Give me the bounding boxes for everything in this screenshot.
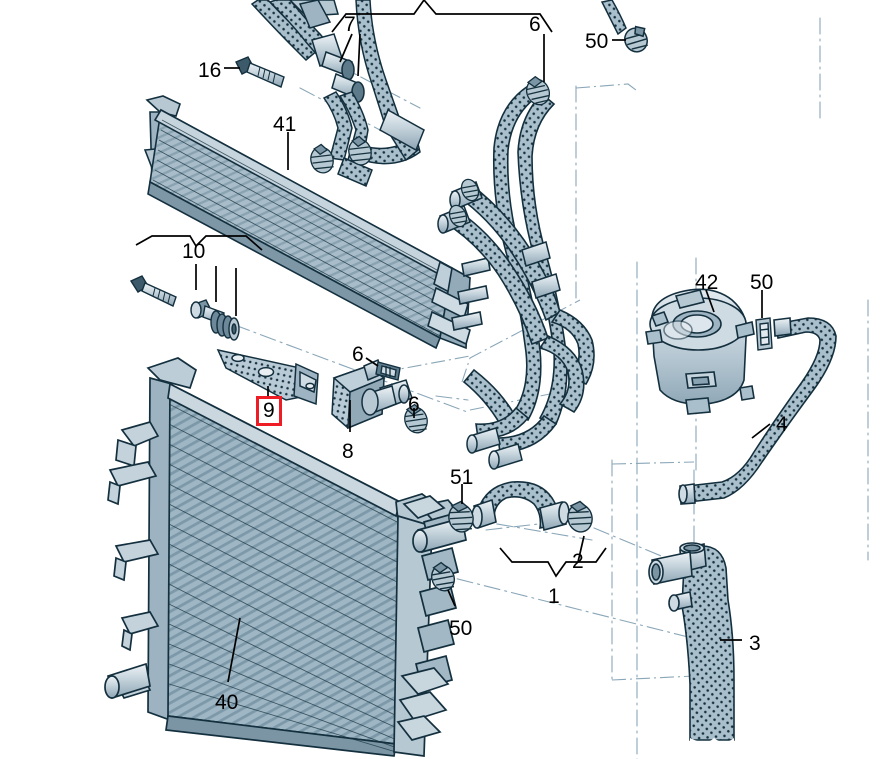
clamp-2: [567, 500, 593, 533]
callout-50-bottom: 50: [449, 617, 473, 640]
clamp-50-top-right: [600, 0, 648, 53]
callout-1: 1: [548, 585, 560, 608]
radiator-hose-1: [471, 481, 570, 532]
callout-41: 41: [273, 113, 297, 136]
spring-clamp-51: [448, 500, 474, 533]
callout-10: 10: [182, 240, 206, 263]
callout-8: 8: [342, 440, 354, 463]
main-radiator-40: [104, 357, 467, 757]
callout-4: 4: [776, 413, 788, 436]
coolant-hose-4: [678, 317, 837, 505]
callout-50-top-right: 50: [585, 30, 609, 53]
callout-2: 2: [572, 550, 584, 573]
callout-6-pump: 6: [408, 393, 420, 416]
clamp-50-bottom: [430, 561, 456, 592]
callout-9-highlighted: 9: [256, 396, 282, 426]
clamp-6-top: [525, 75, 551, 106]
callout-7: 7: [344, 13, 356, 36]
auxiliary-radiator-41: [143, 95, 491, 350]
callout-51: 51: [450, 466, 474, 489]
callout-3: 3: [749, 632, 761, 655]
lower-coolant-hose-3: [648, 542, 735, 744]
upper-hose-assembly: [250, 0, 425, 187]
pump-bracket-9: [216, 348, 319, 406]
callout-42: 42: [695, 271, 719, 294]
callout-50-tank: 50: [750, 271, 774, 294]
clamp-50-tank: [755, 317, 773, 351]
clamp-6-bracket: [375, 361, 401, 381]
mounting-kit-10: [129, 275, 240, 341]
callout-16: 16: [198, 59, 222, 82]
bolt-16: [235, 56, 285, 88]
coolant-expansion-tank-42: [645, 288, 755, 415]
clamp-7-pair: [310, 135, 372, 174]
callout-6-bracket: 6: [352, 343, 364, 366]
callout-6-top: 6: [529, 13, 541, 36]
callout-40: 40: [215, 691, 239, 714]
